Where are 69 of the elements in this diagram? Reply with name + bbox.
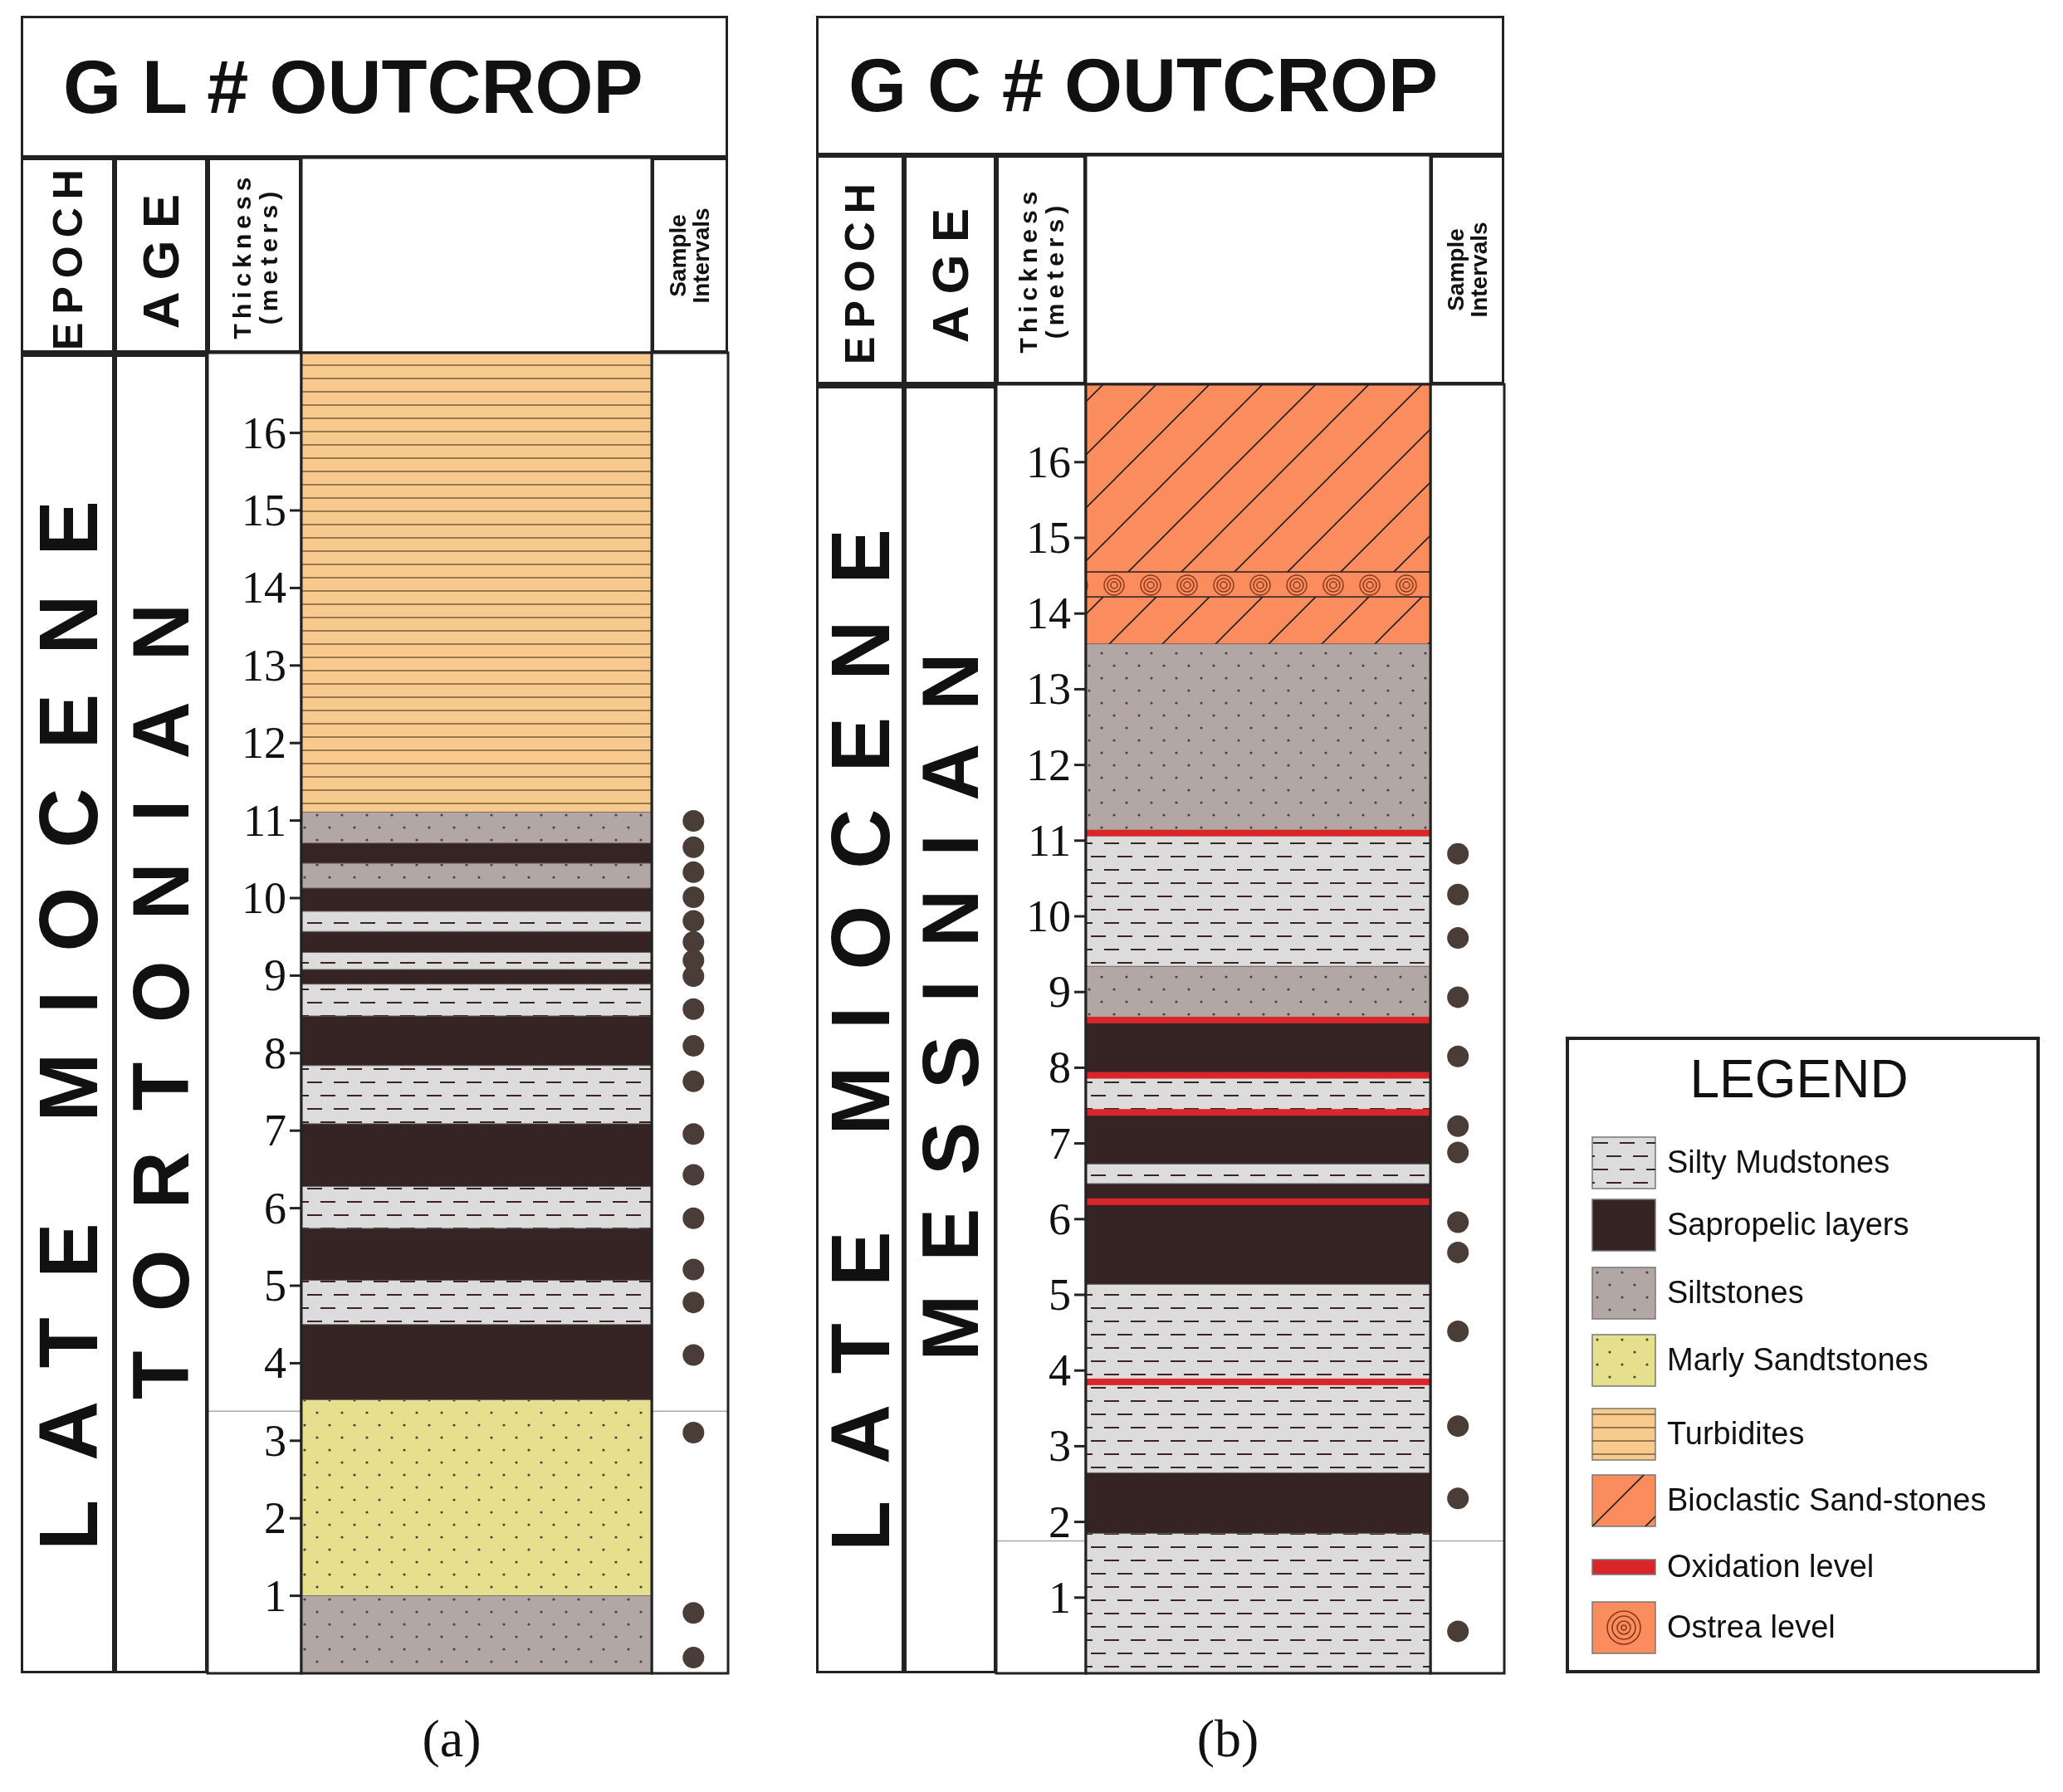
epoch-label: LATE MIOCENE: [30, 461, 105, 1550]
epoch-cell: [816, 384, 904, 1673]
thickness-value: 5: [1049, 1272, 1071, 1317]
age-cell: [115, 353, 208, 1673]
header-cell: [21, 158, 115, 353]
thickness-value: 3: [264, 1418, 286, 1463]
legend-label: Turbidites: [1667, 1418, 1805, 1449]
thickness-value: 1: [264, 1573, 286, 1619]
header-cell: [996, 155, 1086, 384]
title-box: [816, 16, 1504, 155]
thickness-value: 4: [1049, 1348, 1071, 1394]
age-label: TORTONIAN: [125, 562, 198, 1399]
thickness-value: 14: [1026, 591, 1071, 637]
thickness-value: 7: [1049, 1121, 1071, 1166]
thickness-value: 16: [1026, 439, 1071, 485]
header-cell: [816, 155, 904, 384]
thickness-value: 8: [1049, 1045, 1071, 1091]
thickness-value: 13: [1026, 667, 1071, 712]
thickness-value: 10: [1026, 894, 1071, 939]
legend-label: Oxidation level: [1667, 1550, 1875, 1582]
legend-label: Marly Sandtstones: [1667, 1344, 1929, 1375]
thickness-value: 5: [264, 1263, 286, 1308]
thickness-value: 12: [242, 720, 286, 766]
thickness-value: 16: [242, 410, 286, 456]
age-cell: [904, 384, 996, 1673]
thickness-value: 2: [1049, 1499, 1071, 1545]
epoch-label: LATE MIOCENE: [823, 491, 897, 1551]
header-cell: [208, 158, 301, 353]
header-cell: [1430, 155, 1504, 384]
column-header: AGE: [135, 182, 187, 329]
legend-label: Sapropelic layers: [1667, 1209, 1909, 1240]
outcrop-title: G C # OUTCROP: [848, 48, 1439, 123]
column-header: Sample Intervals: [1444, 221, 1491, 320]
header-cell: [115, 158, 208, 353]
legend-label: Ostrea level: [1667, 1611, 1836, 1643]
thickness-value: 2: [264, 1496, 286, 1541]
thickness-value: 8: [264, 1030, 286, 1076]
thickness-value: 13: [242, 642, 286, 688]
thickness-value: 9: [1049, 969, 1071, 1015]
thickness-value: 10: [242, 876, 286, 920]
column-header: Thickness (meters): [1014, 185, 1068, 355]
thickness-value: 11: [243, 798, 286, 843]
legend-label: Siltstones: [1667, 1277, 1804, 1308]
thickness-value: 15: [1026, 515, 1071, 560]
thickness-value: 15: [242, 488, 286, 533]
thickness-value: 7: [264, 1108, 286, 1154]
legend-label: Bioclastic Sand-stones: [1667, 1484, 1987, 1516]
thickness-value: 4: [264, 1340, 286, 1386]
column-header: EPOCH: [46, 160, 89, 350]
outcrop-title: G L # OUTCROP: [63, 49, 643, 125]
thickness-value: 1: [1049, 1575, 1071, 1620]
thickness-value: 6: [1049, 1196, 1071, 1242]
thickness-value: 12: [1026, 742, 1071, 788]
legend-title: LEGEND: [1689, 1052, 1909, 1106]
epoch-cell: [21, 353, 115, 1673]
header-cell: [652, 158, 728, 353]
thickness-value: 9: [264, 953, 286, 999]
title-box: [21, 16, 728, 158]
column-header: EPOCH: [839, 175, 881, 364]
age-label: MESSINIAN: [914, 618, 986, 1361]
column-header: Thickness (meters): [228, 171, 281, 341]
legend-label: Silty Mudstones: [1667, 1146, 1890, 1178]
thickness-value: 11: [1028, 818, 1071, 863]
header-cell: [904, 155, 996, 384]
thickness-value: 6: [264, 1185, 286, 1231]
column-header: Sample Intervals: [667, 206, 713, 305]
thickness-value: 3: [1049, 1423, 1071, 1469]
column-header: AGE: [924, 196, 976, 344]
thickness-value: 14: [242, 565, 286, 611]
